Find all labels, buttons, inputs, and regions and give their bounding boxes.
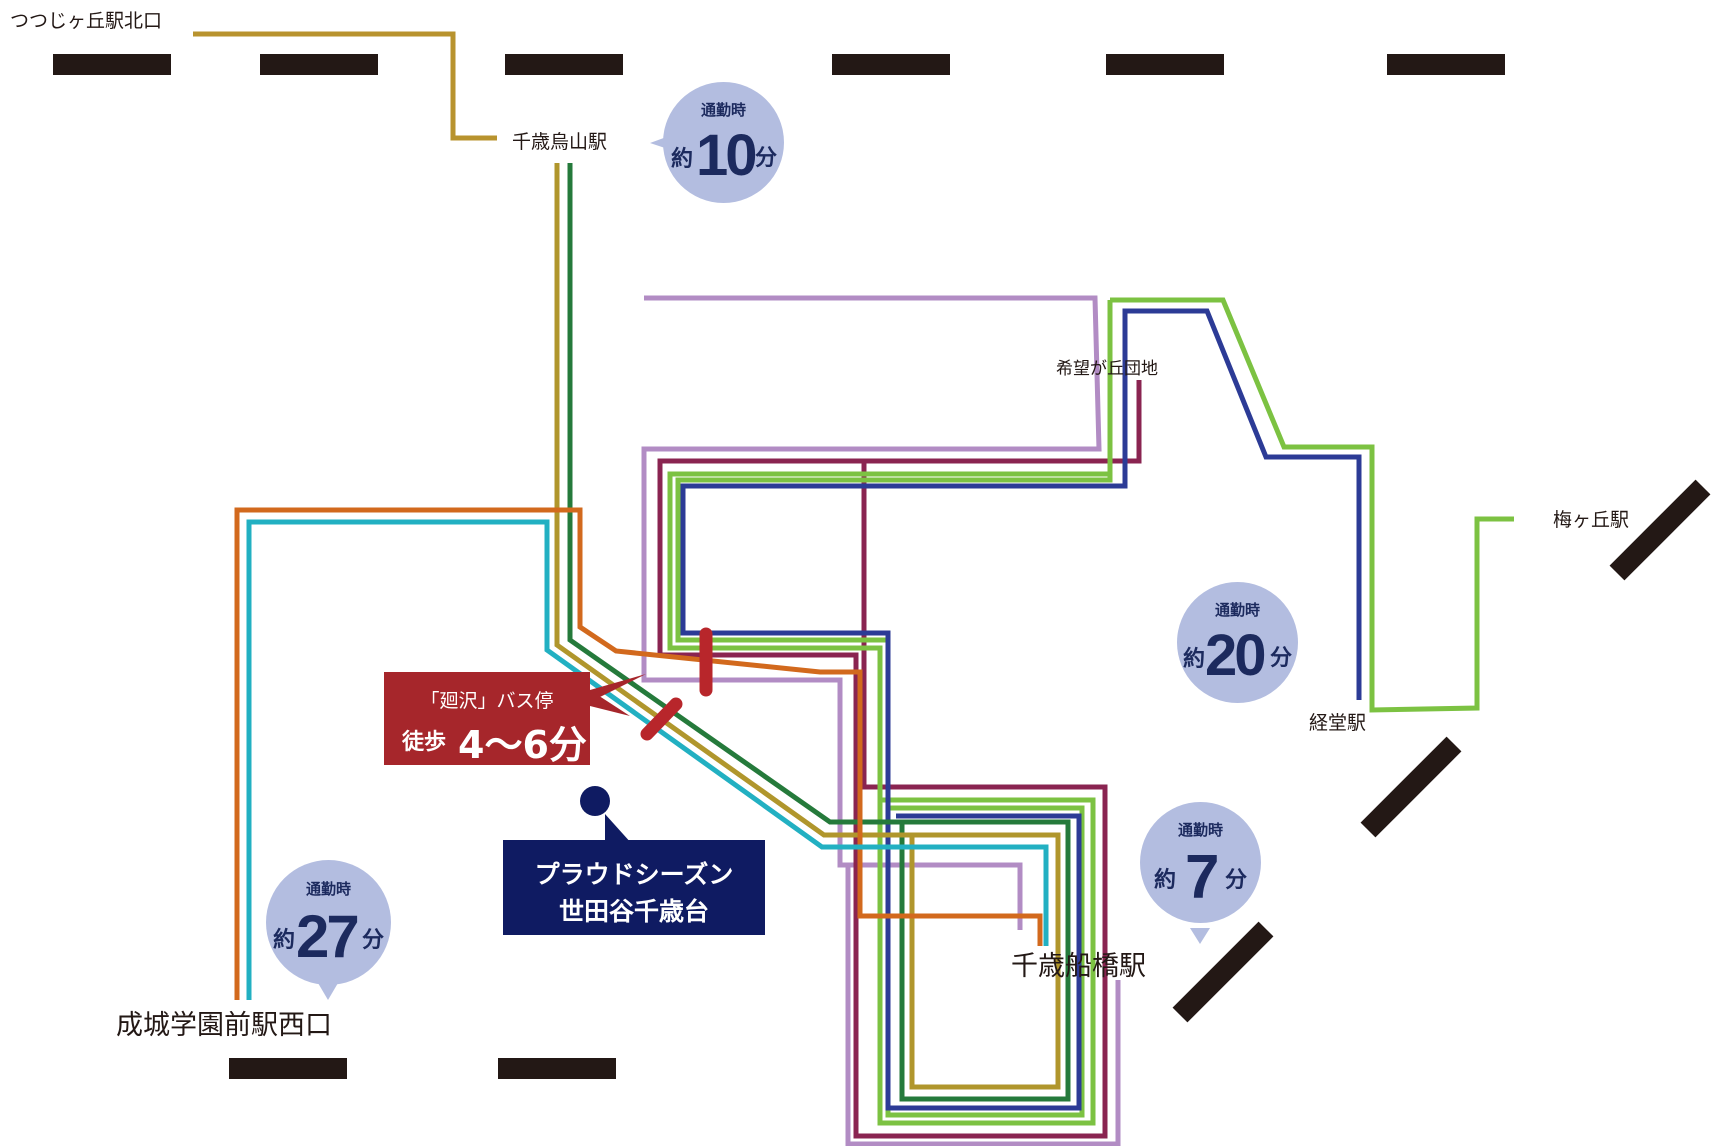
bubble-minutes: 20	[1205, 623, 1266, 688]
property-name-line1: プラウドシーズン	[534, 860, 734, 889]
bubble-caption: 通勤時	[305, 880, 351, 898]
station-label-tsutsujigaoka: つつじヶ丘駅北口	[10, 10, 163, 32]
walk-label: 徒歩	[402, 730, 447, 755]
station-label-chitosefunabashi: 千歳船橋駅	[1011, 951, 1146, 982]
commute-time-bubble-kyodo: 通勤時 約 20 分	[1177, 582, 1298, 703]
station-label-seijo: 成城学園前駅西口	[116, 1010, 332, 1041]
bus-stop-name: 「廻沢」バス停	[420, 690, 554, 712]
bus-route-lime	[1110, 297, 1514, 713]
rail-segment	[1609, 479, 1711, 581]
bus-box-tail	[590, 690, 630, 716]
bus-route-gold-north	[193, 31, 497, 141]
bubble-tail	[1190, 928, 1210, 944]
bus-route-orange	[234, 507, 1043, 1000]
bubble-minutes: 27	[296, 903, 360, 970]
bus-route-lavender	[641, 295, 1102, 930]
bubble-approx: 約	[1183, 647, 1206, 672]
bubble-minutes: 7	[1185, 843, 1220, 912]
commute-time-bubble-seijo: 通勤時 約 27 分	[266, 860, 391, 985]
station-label-umegaoka: 梅ヶ丘駅	[1553, 509, 1630, 531]
property-location-dot	[580, 786, 610, 816]
bus-route-maroon	[657, 380, 1142, 1139]
property-name-line2: 世田谷千歳台	[558, 897, 709, 926]
bus-route-gold	[554, 163, 1061, 1090]
rail-segment	[1106, 54, 1224, 75]
bubble-approx: 約	[273, 928, 296, 953]
bus-stop-label-box: 「廻沢」バス停 徒歩 4～6分	[384, 672, 590, 767]
bubble-unit: 分	[362, 928, 385, 953]
rail-segment	[498, 1058, 616, 1079]
bubble-approx: 約	[671, 147, 694, 172]
rail-segment	[832, 54, 950, 75]
commute-time-bubble-karasuyama: 通勤時 約 10 分	[663, 82, 784, 203]
bus-route-navy	[680, 308, 1362, 1111]
bus-route-lime-inner2	[675, 474, 1113, 1118]
bus-route-lavender-south	[845, 865, 1121, 1146]
bubble-caption: 通勤時	[1214, 601, 1260, 619]
bus-route-lime-inner	[667, 300, 1113, 1126]
rail-segment	[260, 54, 378, 75]
station-label-kibougaoka: 希望が丘団地	[1056, 359, 1158, 379]
bus-stop-markers	[640, 627, 713, 741]
station-label-kyodo: 経堂駅	[1309, 712, 1367, 734]
rail-segment	[505, 54, 623, 75]
bubble-caption: 通勤時	[700, 101, 746, 119]
rail-segment	[53, 54, 171, 75]
bubble-unit: 分	[755, 146, 778, 171]
bubble-caption: 通勤時	[1177, 821, 1223, 839]
rail-segment	[1387, 54, 1505, 75]
bus-box-tail	[590, 674, 646, 702]
commute-time-bubble-funabashi: 通勤時 約 7 分	[1140, 802, 1261, 923]
property-label-box: プラウドシーズン 世田谷千歳台	[503, 840, 765, 935]
rail-tracks	[53, 54, 1711, 1079]
bus-route-green	[567, 163, 1071, 1102]
bubble-approx: 約	[1154, 868, 1177, 893]
walk-time: 4～6分	[458, 723, 587, 767]
bubble-minutes: 10	[696, 123, 757, 188]
rail-segment	[1360, 736, 1462, 838]
bus-route-cyan	[246, 519, 1049, 1000]
rail-segment	[229, 1058, 347, 1079]
bubble-unit: 分	[1270, 646, 1293, 671]
station-label-chitosekarasuyama: 千歳烏山駅	[512, 131, 608, 153]
bubble-unit: 分	[1225, 868, 1248, 893]
bus-stop-marker	[640, 697, 683, 741]
bubble-tail	[318, 983, 338, 1000]
rail-segment	[1172, 921, 1274, 1023]
property-pointer	[605, 814, 632, 844]
